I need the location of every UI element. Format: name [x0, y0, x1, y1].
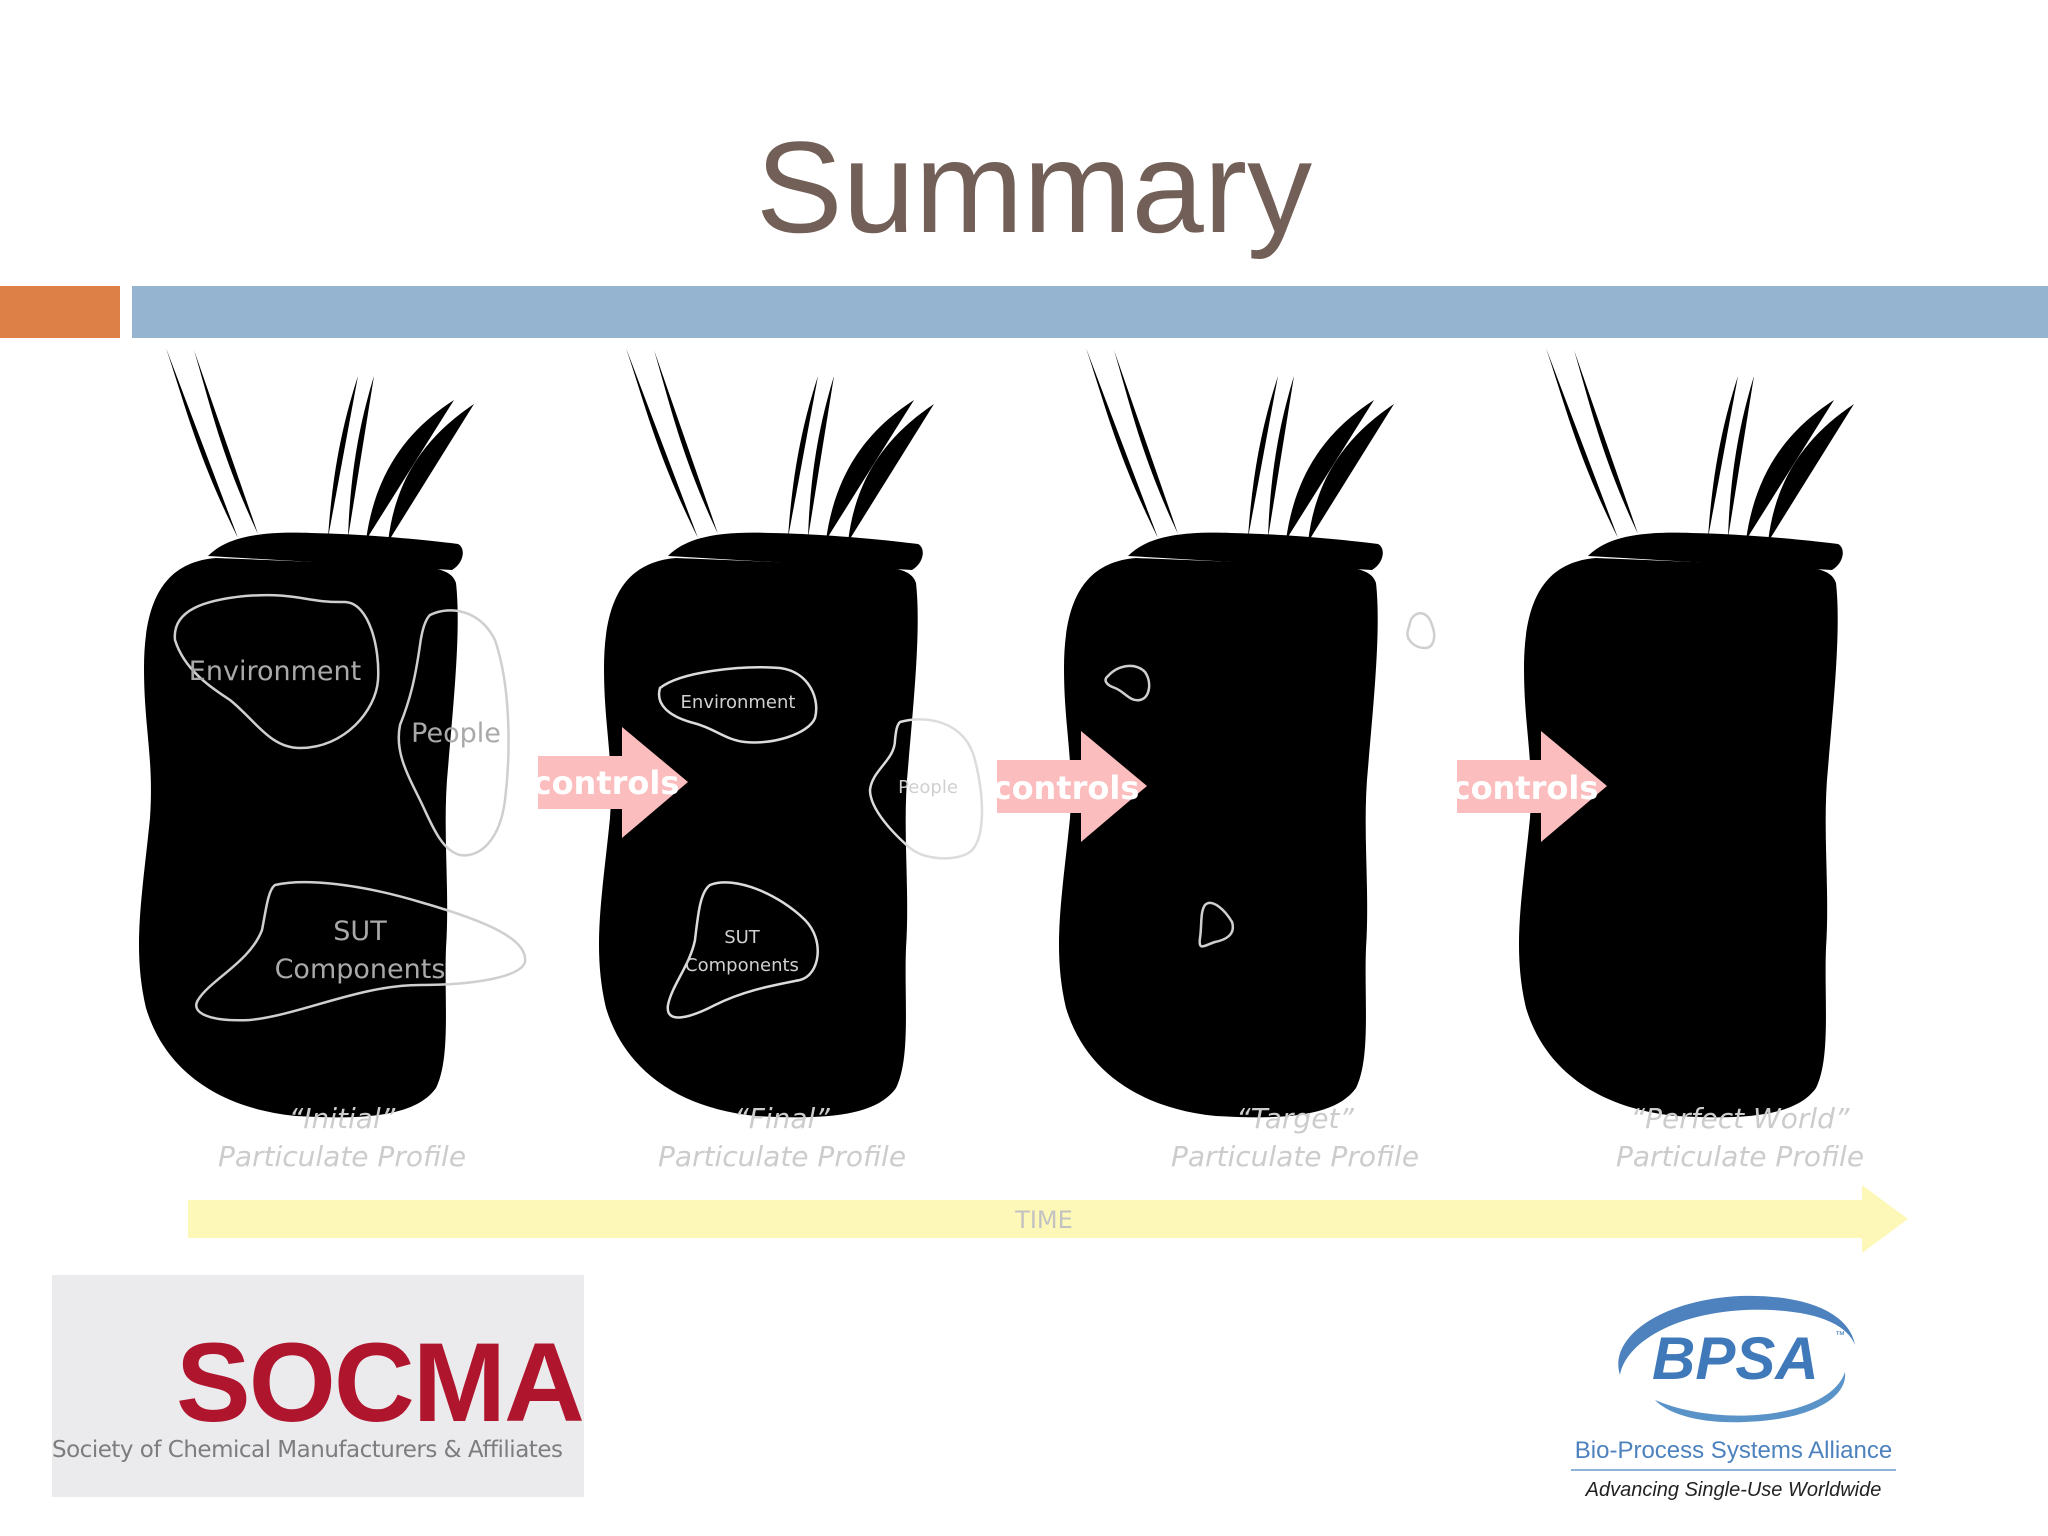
caption-initial-line1: “Initial” [289, 1102, 396, 1135]
bag-target [1058, 348, 1394, 1118]
caption-perfect-line2: Particulate Profile [1616, 1140, 1864, 1173]
blob-environment-2 [657, 666, 818, 744]
bpsa-wordmark: BPSA [1652, 1325, 1819, 1392]
blob-sut-2 [666, 881, 819, 1019]
caption-target-line1: “Target” [1236, 1102, 1354, 1135]
controls-label-3: controls [1452, 769, 1599, 807]
blob-sut-1 [195, 880, 527, 1022]
label-sut-2-line1: SUT [724, 927, 761, 948]
bpsa-swoosh-icon [1618, 1295, 1855, 1423]
blob-environment-1 [173, 593, 380, 750]
label-environment-2: Environment [681, 692, 796, 713]
caption-final-line2: Particulate Profile [658, 1140, 906, 1173]
controls-arrow-1: controls [533, 727, 688, 838]
socma-logo [52, 1275, 584, 1497]
time-label: TIME [1014, 1206, 1073, 1234]
blob-people-1 [397, 609, 510, 857]
caption-target-line2: Particulate Profile [1171, 1140, 1419, 1173]
controls-arrow-3: controls [1452, 731, 1607, 842]
particle-3 [1198, 901, 1235, 948]
label-people-1: People [411, 718, 501, 749]
controls-arrow-2: controls [993, 731, 1147, 842]
time-arrow: TIME [188, 1185, 1908, 1253]
label-people-2: People [898, 777, 958, 798]
bpsa-tagline: Advancing Single-Use Worldwide [1585, 1479, 1882, 1501]
bpsa-trademark: ™ [1835, 1330, 1845, 1341]
label-environment-1: Environment [189, 656, 361, 687]
socma-wordmark: SOCMA [176, 1320, 585, 1445]
caption-final-line1: “Final” [734, 1102, 830, 1135]
bpsa-subtitle: Bio-Process Systems Alliance [1571, 1437, 1896, 1471]
label-sut-1-line1: SUT [333, 916, 387, 947]
socma-subtitle: Society of Chemical Manufacturers & Affi… [52, 1437, 563, 1463]
label-sut-1-line2: Components [275, 954, 446, 985]
particle-1 [1104, 664, 1151, 702]
bag-perfect-world [1518, 348, 1854, 1118]
accent-bar-orange [0, 286, 120, 338]
blob-people-2 [868, 718, 984, 860]
controls-label-1: controls [533, 764, 680, 802]
particle-2 [1406, 612, 1436, 650]
caption-perfect-line1: “Perfect World” [1631, 1102, 1850, 1135]
label-sut-2-line2: Components [685, 955, 799, 976]
bag-final [598, 348, 934, 1118]
slide-title: Summary [755, 114, 1313, 260]
caption-initial-line2: Particulate Profile [218, 1140, 466, 1173]
accent-bar-blue [132, 286, 2048, 338]
controls-label-2: controls [993, 769, 1140, 807]
